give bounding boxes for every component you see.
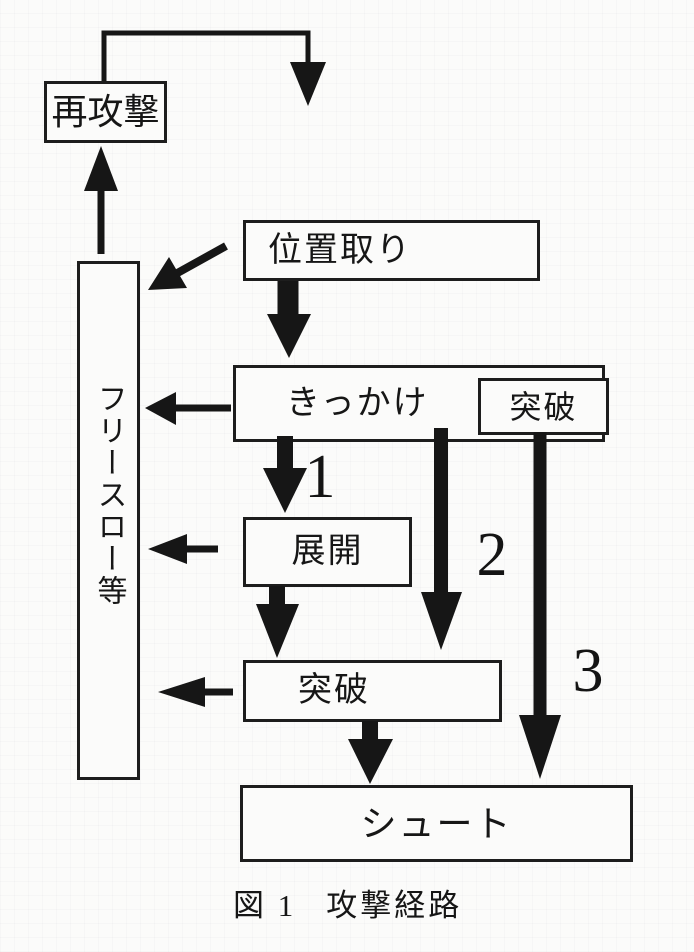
node-trigger-label: きっかけ	[286, 384, 429, 422]
arrow-route2-trigger-to-breakthrough	[421, 428, 462, 650]
arrow-trigger-to-freethrow	[145, 392, 231, 425]
node-breakthrough-mid-label: 突破	[298, 672, 370, 709]
arrow-route3-breakthrough-to-shoot	[519, 432, 561, 779]
arrow-freethrow-to-reattack	[84, 146, 118, 254]
node-freethrow: フリースロー等	[77, 261, 140, 780]
route-label-3: 3	[572, 637, 604, 705]
arrow-positioning-to-freethrow	[148, 242, 228, 290]
route-label-2: 2	[476, 521, 508, 589]
figure-caption-title: 攻撃経路	[326, 888, 463, 923]
figure-caption: 図 1 攻撃経路	[233, 888, 463, 923]
arrow-deploy-to-freethrow	[148, 534, 218, 564]
node-breakthrough-upper-label: 突破	[509, 388, 578, 425]
arrow-breakthrough-to-shoot	[348, 721, 393, 784]
node-reattack-label: 再攻撃	[51, 92, 160, 132]
node-shoot-label: シュート	[360, 803, 513, 844]
node-deploy-label: 展開	[291, 533, 364, 570]
arrow-deploy-to-breakthrough	[256, 586, 299, 658]
node-positioning-label: 位置取り	[268, 231, 412, 269]
arrow-positioning-to-trigger	[267, 281, 311, 358]
figure-caption-number: 図 1	[233, 888, 297, 923]
node-freethrow-label: フリースロー等	[92, 382, 126, 607]
node-breakthrough-upper: 突破	[478, 378, 609, 435]
node-shoot: シュート	[240, 785, 633, 862]
node-reattack: 再攻撃	[44, 81, 167, 143]
arrow-breakthrough-to-freethrow	[158, 677, 233, 707]
route-label-1: 1	[304, 443, 336, 511]
node-breakthrough-mid: 突破	[243, 660, 502, 722]
node-deploy: 展開	[243, 517, 412, 587]
node-positioning: 位置取り	[243, 220, 540, 281]
